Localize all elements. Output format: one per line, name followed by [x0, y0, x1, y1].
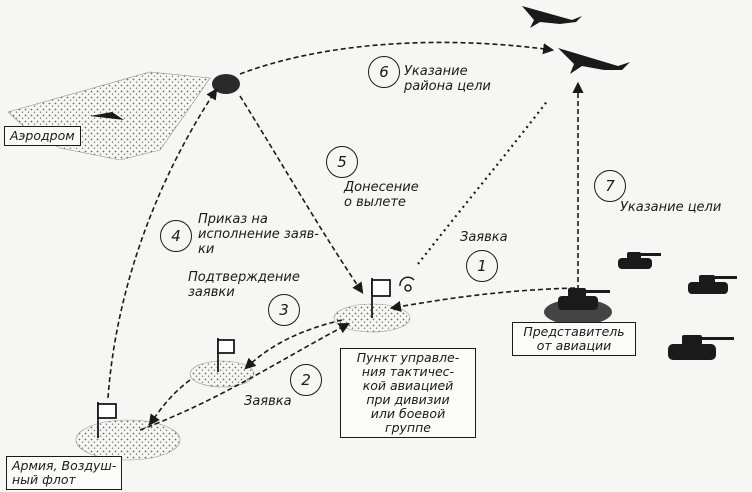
arrow-request-1 [389, 287, 576, 312]
step-6-number: 6 [368, 56, 400, 88]
army-hq-box: Армия, Воздуш- ный флот [6, 456, 123, 490]
step-3-label: Подтверждение заявки [188, 270, 300, 300]
radio-link [417, 99, 549, 265]
step-3-number: 3 [268, 294, 300, 326]
arrow-request-2 [244, 319, 343, 370]
arrow-request-3 [148, 379, 191, 426]
flag-icon [97, 278, 391, 438]
step-1-label: Заявка [460, 230, 508, 245]
step-4-number: 4 [160, 220, 192, 252]
step-7-number: 7 [594, 170, 626, 202]
tank-icon [558, 252, 737, 360]
air-representative-box: Представитель от авиации [512, 322, 636, 356]
arrow-report [239, 95, 364, 294]
radar-icon [399, 276, 415, 292]
control-post-box: Пункт управле- ния тактичес- кой авиацие… [340, 348, 476, 438]
aircraft-icon [90, 6, 630, 120]
arrow-army-to-airfield [107, 88, 218, 399]
arrow-airfield-to-aircraft [239, 41, 555, 75]
airfield-hill [212, 74, 240, 94]
step-6-label: Указание района цели [404, 64, 491, 94]
mid-ground [189, 360, 255, 388]
step-5-label: Донесение о вылете [344, 180, 419, 210]
step-7-label: Указание цели [620, 200, 722, 215]
arrows [107, 41, 584, 431]
step-1-number: 1 [466, 250, 498, 282]
step-4-label: Приказ на исполнение заяв- ки [198, 212, 319, 257]
step-2-number: 2 [290, 364, 322, 396]
airfield-box: Аэродром [4, 126, 81, 146]
step-2-label: Заявка [244, 394, 292, 409]
step-5-number: 5 [326, 146, 358, 178]
army-ground [75, 419, 181, 461]
